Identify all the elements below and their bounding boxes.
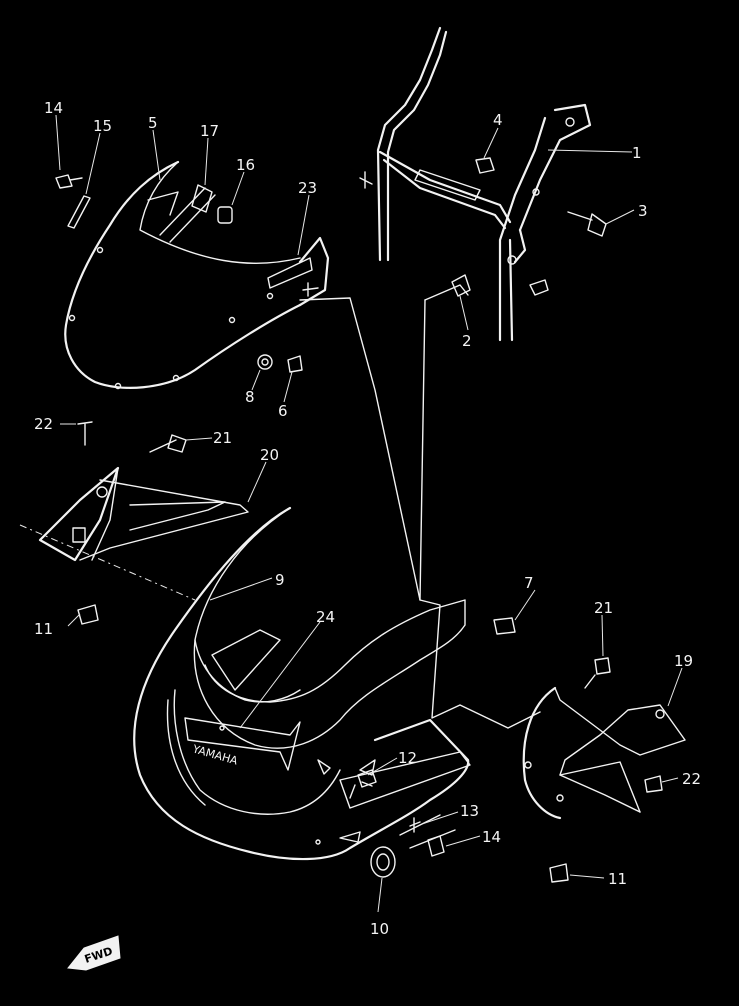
- callout-10: 10: [370, 920, 389, 938]
- callout-12: 12: [398, 749, 417, 767]
- callout-21-right: 21: [594, 599, 613, 617]
- callout-3: 3: [638, 202, 648, 220]
- callout-19: 19: [674, 652, 693, 670]
- callout-11-right: 11: [608, 870, 627, 888]
- callout-24: 24: [316, 608, 335, 626]
- callout-18: 15: [93, 117, 112, 135]
- callout-1: 1: [632, 144, 642, 162]
- callout-6: 6: [278, 402, 288, 420]
- callout-16: 16: [236, 156, 255, 174]
- callout-21-left: 21: [213, 429, 232, 447]
- callout-8: 8: [245, 388, 255, 406]
- callout-22-left: 22: [34, 415, 53, 433]
- fairing-stay-bracket: [359, 26, 592, 342]
- callout-5: 5: [148, 114, 158, 132]
- callout-9: 9: [275, 571, 285, 589]
- callout-22-right: 22: [682, 770, 701, 788]
- callout-14: 14: [482, 828, 501, 846]
- callout-20: 20: [260, 446, 279, 464]
- callout-15: 14: [44, 99, 63, 117]
- callout-7: 7: [524, 574, 534, 592]
- callout-numbers: 14 15 5 17 16 23 4 1 3 2 8 6 22 21 20 9 …: [34, 99, 701, 938]
- fwd-arrow-icon: FWD: [67, 935, 121, 971]
- hardware: [55, 157, 663, 883]
- leader-lines: [55, 114, 683, 913]
- front-cowling: YAMAHA: [133, 506, 471, 861]
- callout-4: 4: [493, 111, 503, 129]
- callout-17: 17: [200, 122, 219, 140]
- windshield: [64, 160, 302, 390]
- callout-23: 23: [298, 179, 317, 197]
- right-inner-panel: [522, 686, 686, 820]
- callout-11-left: 11: [34, 620, 53, 638]
- callout-2: 2: [462, 332, 472, 350]
- callout-13: 13: [460, 802, 479, 820]
- left-inner-panel: [19, 466, 249, 601]
